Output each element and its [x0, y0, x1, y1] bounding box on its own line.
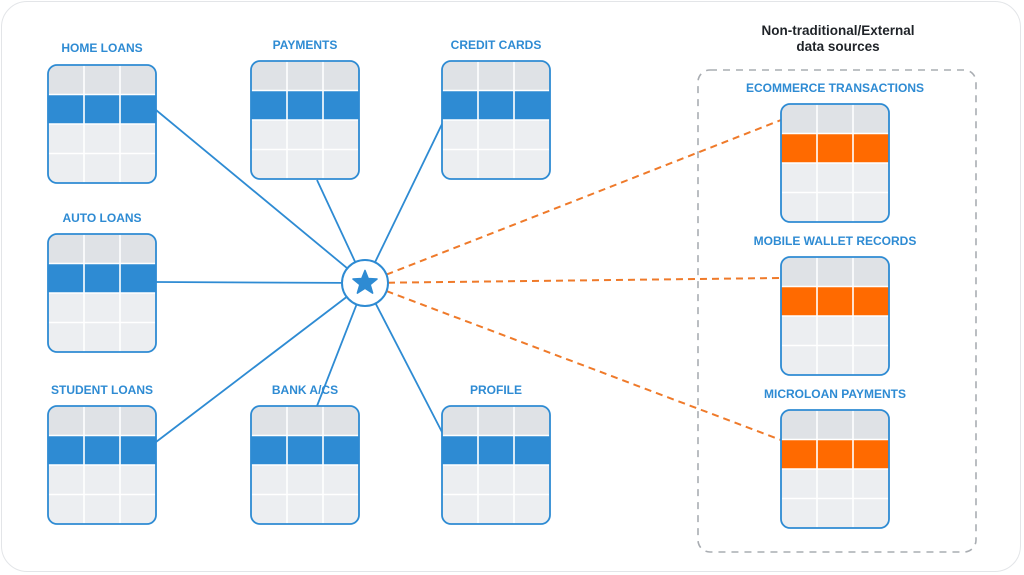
table-highlight-row — [48, 435, 156, 465]
table-credit-cards: CREDIT CARDS — [441, 38, 551, 180]
source-label-profile: PROFILE — [470, 383, 522, 397]
table-header-row — [251, 406, 359, 436]
table-highlight-row — [442, 90, 550, 120]
external-title-line2: data sources — [796, 39, 879, 54]
table-grid — [48, 234, 156, 352]
table-row — [781, 345, 889, 375]
table-border — [250, 405, 360, 525]
external-sources-box — [697, 69, 977, 553]
source-label-mobile-wallet-records: MOBILE WALLET RECORDS — [754, 234, 917, 248]
table-row — [442, 494, 550, 524]
table-row — [251, 465, 359, 495]
table-header-row — [442, 406, 550, 436]
table-grid — [48, 65, 156, 183]
connector-microloan-payments — [386, 290, 782, 441]
table-header-row — [48, 234, 156, 264]
table-border — [441, 60, 551, 180]
table-profile: PROFILE — [441, 383, 551, 525]
table-border — [47, 233, 157, 353]
table-grid — [251, 406, 359, 524]
table-row — [442, 120, 550, 150]
source-label-bank-acs: BANK A/CS — [272, 383, 338, 397]
source-label-home-loans: HOME LOANS — [61, 41, 142, 55]
table-row — [251, 494, 359, 524]
table-header-row — [48, 65, 156, 95]
table-grid — [781, 410, 889, 528]
table-highlight-row — [251, 90, 359, 120]
table-row — [251, 149, 359, 179]
table-row — [48, 494, 156, 524]
connector-ecommerce-transactions — [386, 119, 782, 276]
connector-lines — [155, 109, 782, 443]
table-header-row — [781, 410, 889, 440]
table-header-row — [251, 61, 359, 91]
table-row — [781, 469, 889, 499]
table-row — [48, 465, 156, 495]
table-header-row — [781, 257, 889, 287]
external-title-line1: Non-traditional/External — [761, 23, 914, 38]
table-mobile-wallet-records: MOBILE WALLET RECORDS — [754, 234, 917, 376]
table-highlight-row — [781, 133, 889, 163]
table-highlight-row — [442, 435, 550, 465]
source-tables: HOME LOANS PAYMENTS CREDIT CARDS AUTO LOANS… — [47, 38, 924, 529]
table-border — [47, 405, 157, 525]
table-row — [442, 149, 550, 179]
table-row — [48, 322, 156, 352]
table-row — [781, 316, 889, 346]
table-grid — [251, 61, 359, 179]
table-highlight-row — [251, 435, 359, 465]
star-icon — [352, 269, 378, 294]
table-ecommerce-transactions: ECOMMERCE TRANSACTIONS — [746, 81, 924, 223]
table-border — [441, 405, 551, 525]
table-highlight-row — [781, 439, 889, 469]
connector-profile — [374, 302, 444, 435]
source-label-microloan-payments: MICROLOAN PAYMENTS — [764, 387, 906, 401]
table-border — [780, 409, 890, 529]
table-row — [48, 124, 156, 154]
table-border — [47, 64, 157, 184]
source-label-payments: PAYMENTS — [273, 38, 338, 52]
source-label-ecommerce-transactions: ECOMMERCE TRANSACTIONS — [746, 81, 924, 95]
source-label-student-loans: STUDENT LOANS — [51, 383, 153, 397]
table-border — [780, 256, 890, 376]
table-grid — [442, 61, 550, 179]
table-student-loans: STUDENT LOANS — [47, 383, 157, 525]
table-grid — [781, 104, 889, 222]
connector-credit-cards — [374, 121, 444, 263]
source-label-credit-cards: CREDIT CARDS — [451, 38, 542, 52]
table-header-row — [442, 61, 550, 91]
connector-home-loans — [155, 109, 348, 269]
table-border — [780, 103, 890, 223]
table-row — [781, 192, 889, 222]
source-label-auto-loans: AUTO LOANS — [62, 211, 141, 225]
table-grid — [442, 406, 550, 524]
table-grid — [781, 257, 889, 375]
table-row — [48, 153, 156, 183]
table-bank-acs: BANK A/CS — [250, 383, 360, 525]
table-highlight-row — [48, 263, 156, 293]
table-row — [781, 498, 889, 528]
table-payments: PAYMENTS — [250, 38, 360, 180]
table-highlight-row — [781, 286, 889, 316]
connector-mobile-wallet-records — [387, 277, 782, 284]
table-header-row — [781, 104, 889, 134]
table-row — [251, 120, 359, 150]
connector-payments — [316, 179, 357, 263]
table-header-row — [48, 406, 156, 436]
connector-bank-acs — [316, 304, 358, 407]
table-row — [442, 465, 550, 495]
table-grid — [48, 406, 156, 524]
table-highlight-row — [48, 94, 156, 124]
connector-auto-loans — [155, 281, 343, 284]
connector-student-loans — [155, 296, 348, 443]
central-hub — [341, 259, 389, 307]
table-row — [781, 163, 889, 193]
table-microloan-payments: MICROLOAN PAYMENTS — [764, 387, 906, 529]
table-auto-loans: AUTO LOANS — [47, 211, 157, 353]
table-border — [250, 60, 360, 180]
table-home-loans: HOME LOANS — [47, 41, 157, 184]
table-row — [48, 293, 156, 323]
